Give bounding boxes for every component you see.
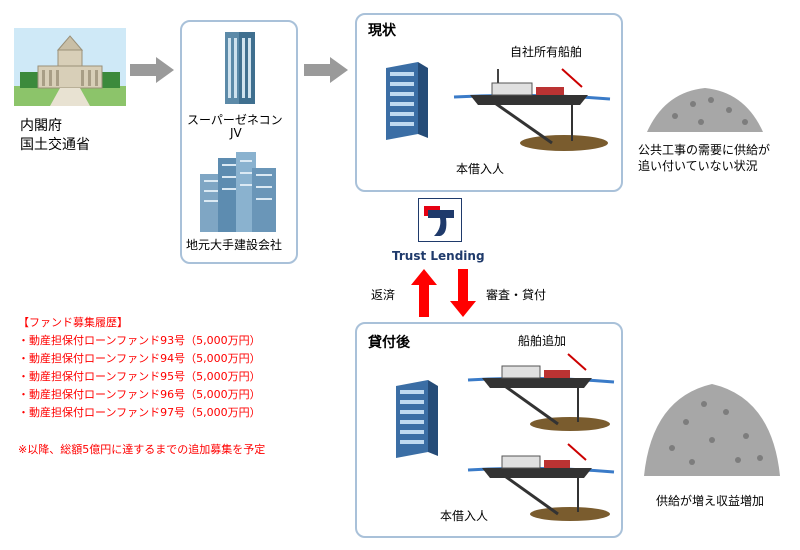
- headquarters-building-icon: [378, 60, 430, 140]
- current-borrower-label: 本借入人: [456, 162, 505, 176]
- arrow-right-icon: [130, 57, 174, 83]
- fund-history-item: ・動産担保付ローンファンド97号（5,000万円）: [18, 406, 261, 419]
- fund-history-item: ・動産担保付ローンファンド93号（5,000万円）: [18, 334, 261, 347]
- dredger-ship-icon: [466, 350, 616, 434]
- headquarters-building-icon: [388, 378, 440, 458]
- gravel-pile-icon: [645, 82, 765, 134]
- local-contractor-label: 地元大手建設会社: [186, 238, 283, 252]
- arrow-right-icon: [304, 57, 348, 83]
- trust-lending-name: Trust Lending: [392, 249, 485, 263]
- arrow-up-icon: [411, 269, 437, 317]
- diet-building-icon: [14, 28, 126, 106]
- fund-history-item: ・動産担保付ローンファンド95号（5,000万円）: [18, 370, 261, 383]
- city-buildings-icon: [196, 150, 280, 232]
- after-lending-title: 貸付後: [368, 335, 410, 351]
- government-label-line2: 国土交通省: [20, 137, 90, 153]
- fund-history-heading: 【ファンド募集履歴】: [18, 316, 128, 329]
- supply-increase-label: 供給が増え収益増加: [656, 494, 765, 508]
- fund-history: 【ファンド募集履歴】 ・動産担保付ローンファンド93号（5,000万円） ・動産…: [18, 314, 261, 422]
- fund-history-item: ・動産担保付ローンファンド94号（5,000万円）: [18, 352, 261, 365]
- additional-fundraising-note: ※以降、総額5億円に達するまでの追加募集を予定: [18, 443, 266, 456]
- trust-lending-logo-icon: [418, 198, 462, 242]
- shortage-label-line1: 公共工事の需要に供給が: [638, 143, 771, 157]
- own-ship-label: 自社所有船舶: [510, 45, 583, 59]
- review-lending-label: 審査・貸付: [486, 288, 547, 302]
- office-tower-icon: [215, 28, 265, 104]
- government-label-line1: 内閣府: [20, 118, 62, 134]
- repayment-label: 返済: [371, 288, 396, 302]
- supergenecon-label-line1: スーパーゼネコン: [187, 113, 283, 127]
- arrow-down-icon: [450, 269, 476, 317]
- current-state-title: 現状: [368, 23, 396, 39]
- large-gravel-pile-icon: [642, 378, 782, 478]
- dredger-ship-icon: [466, 440, 616, 524]
- after-borrower-label: 本借入人: [440, 509, 489, 523]
- fund-history-item: ・動産担保付ローンファンド96号（5,000万円）: [18, 388, 261, 401]
- dredger-ship-icon: [452, 65, 612, 155]
- ship-added-label: 船舶追加: [518, 334, 567, 348]
- supergenecon-label-line2: JV: [230, 126, 242, 140]
- shortage-label-line2: 追い付いていない状況: [638, 159, 758, 173]
